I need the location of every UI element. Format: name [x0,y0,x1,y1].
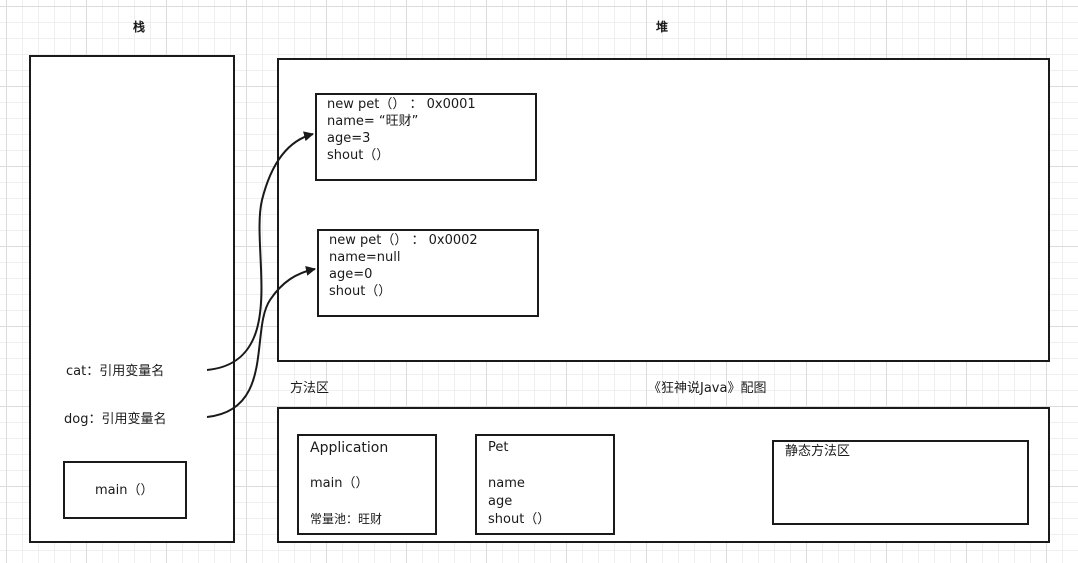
cat-reference-label: cat：引用变量名 [66,364,165,379]
pet-method: shout（） [488,512,551,527]
object-line: shout（） [327,148,390,163]
constant-pool-label: 常量池：旺财 [310,512,383,526]
object-line: shout（） [329,284,392,299]
pet-class-box: Pet name age shout（） [475,434,615,535]
heap-box: new pet（） ： 0x0001 name= “旺财” age=3 shou… [277,58,1050,362]
pet-field: name [488,476,525,491]
dog-reference-label: dog：引用变量名 [64,412,167,427]
application-class-box: Application main（） 常量池：旺财 [297,434,437,535]
application-class-title: Application [310,440,389,456]
object-line: name= “旺财” [327,114,419,129]
method-area-title: 方法区 [290,381,330,396]
heap-object-cat: new pet（） ： 0x0001 name= “旺财” age=3 shou… [315,93,537,181]
heap-title: 堆 [656,20,669,34]
object-line: new pet（） ： 0x0002 [329,233,478,248]
heap-object-dog: new pet（） ： 0x0002 name=null age=0 shout… [317,229,539,317]
object-line: age=3 [327,131,371,146]
main-frame-label: main（） [95,483,154,498]
object-line: new pet（） ： 0x0001 [327,97,476,112]
application-main-method: main（） [310,476,369,491]
object-line: age=0 [329,267,373,282]
pet-field: age [488,494,513,509]
stack-title: 栈 [133,20,146,34]
caption: 《狂神说Java》配图 [648,381,767,396]
stack-box: cat：引用变量名 dog：引用变量名 main（） [29,55,235,543]
object-line: name=null [329,250,401,265]
method-area-box: Application main（） 常量池：旺财 Pet name age s… [277,407,1050,543]
main-frame-box: main（） [63,461,187,519]
static-method-area-box: 静态方法区 [772,440,1029,525]
pet-class-title: Pet [488,440,509,455]
static-method-area-title: 静态方法区 [785,444,851,459]
